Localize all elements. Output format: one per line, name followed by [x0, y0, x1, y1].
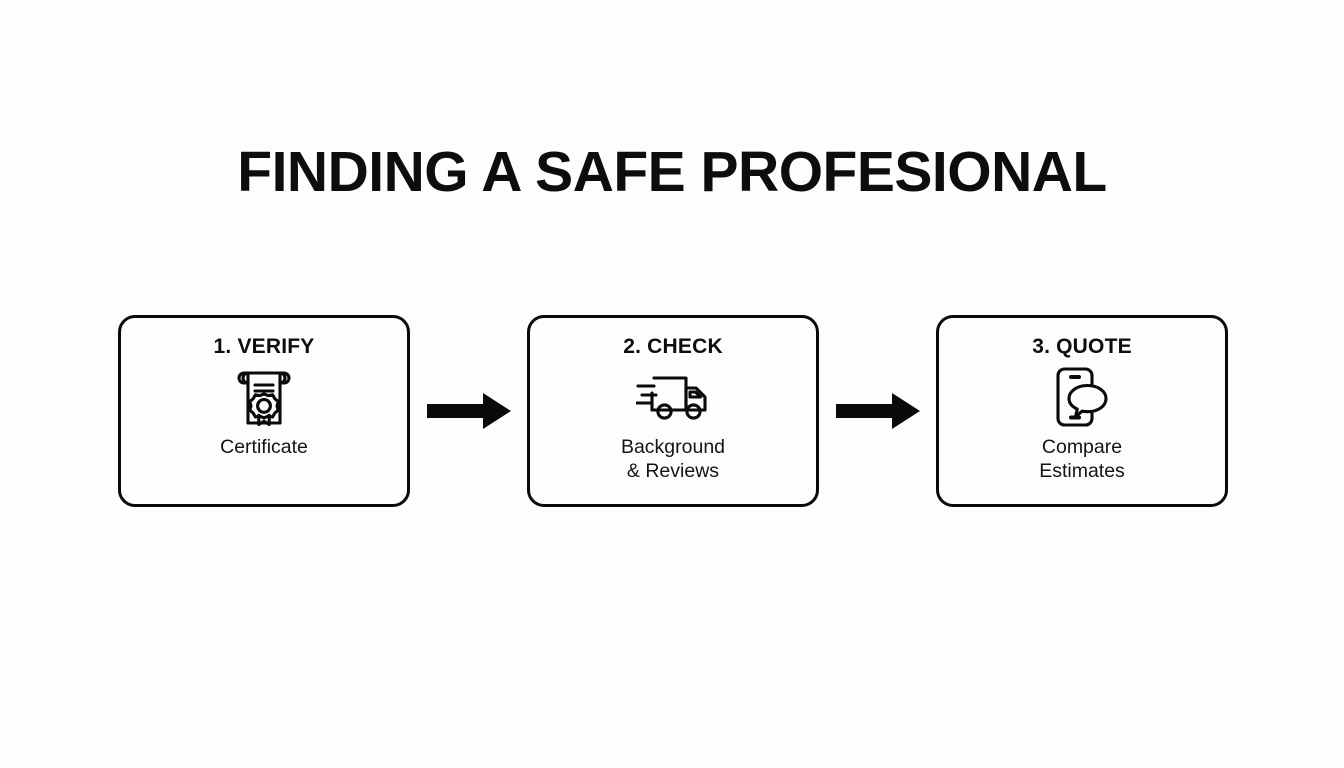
delivery-truck-icon [636, 366, 710, 428]
step-card-check[interactable]: 2. CHECK [527, 315, 819, 507]
process-flow: 1. VERIFY [118, 315, 1228, 507]
step-title: 1. VERIFY [213, 335, 315, 358]
step-caption: Certificate [220, 436, 308, 458]
step-card-quote[interactable]: 3. QUOTE Compare Estimates [936, 315, 1228, 507]
step-card-verify[interactable]: 1. VERIFY [118, 315, 410, 507]
step-caption: Compare Estimates [1039, 436, 1125, 483]
step-caption: Background & Reviews [620, 436, 726, 483]
step-title: 2. CHECK [623, 335, 723, 358]
page-title: FINDING A SAFE PROFESIONAL [237, 140, 1107, 204]
arrow-right-icon [835, 391, 921, 431]
certificate-icon [235, 366, 293, 428]
step-title: 3. QUOTE [1032, 335, 1132, 358]
arrow-right-icon [426, 391, 512, 431]
phone-chat-icon [1049, 366, 1115, 428]
